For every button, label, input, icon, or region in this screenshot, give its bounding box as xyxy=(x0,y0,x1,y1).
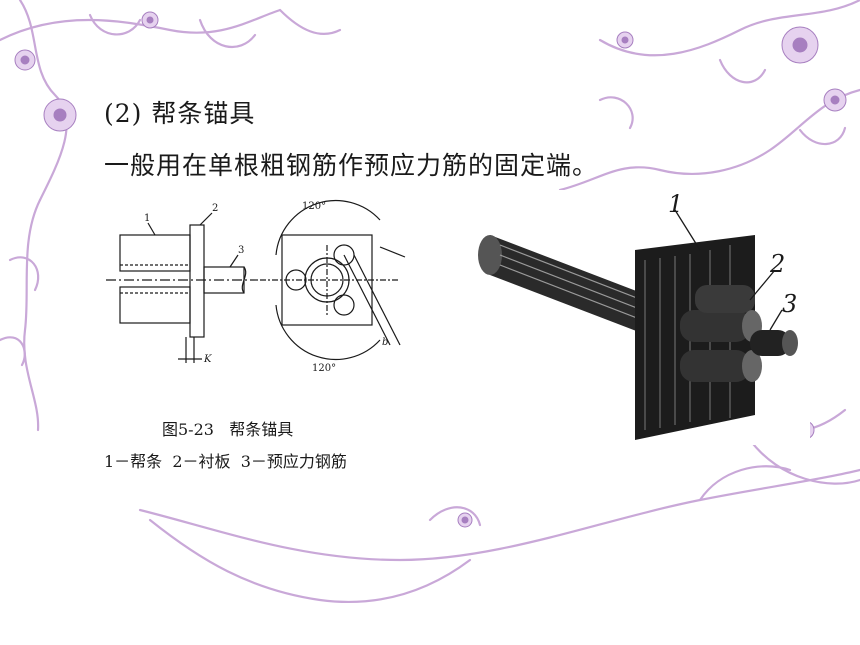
figure-caption-title: 图5-23 帮条锚具 xyxy=(162,420,294,439)
slide-heading: (2) 帮条锚具 xyxy=(104,99,256,128)
photo-label-1: 1 xyxy=(668,190,683,218)
figure-caption-parts: 1－帮条 2－衬板 3－预应力钢筋 xyxy=(104,452,347,471)
dimension-label-b: b xyxy=(382,337,388,348)
angle-label-bottom: 120° xyxy=(312,363,336,374)
drawing-label-3: 3 xyxy=(238,245,244,256)
anchor-technical-drawing: 1 2 3 120° 120° K b xyxy=(106,199,406,374)
anchor-photo-illustration: 1 2 3 xyxy=(470,190,810,445)
dimension-label-k: K xyxy=(203,354,212,365)
drawing-label-1: 1 xyxy=(144,213,150,224)
drawing-label-2: 2 xyxy=(212,203,218,214)
photo-label-3: 3 xyxy=(782,290,797,318)
body-text: 一般用在单根粗钢筋作预应力筋的固定端。 xyxy=(104,151,599,180)
photo-label-2: 2 xyxy=(769,250,785,278)
angle-label-top: 120° xyxy=(302,201,326,212)
